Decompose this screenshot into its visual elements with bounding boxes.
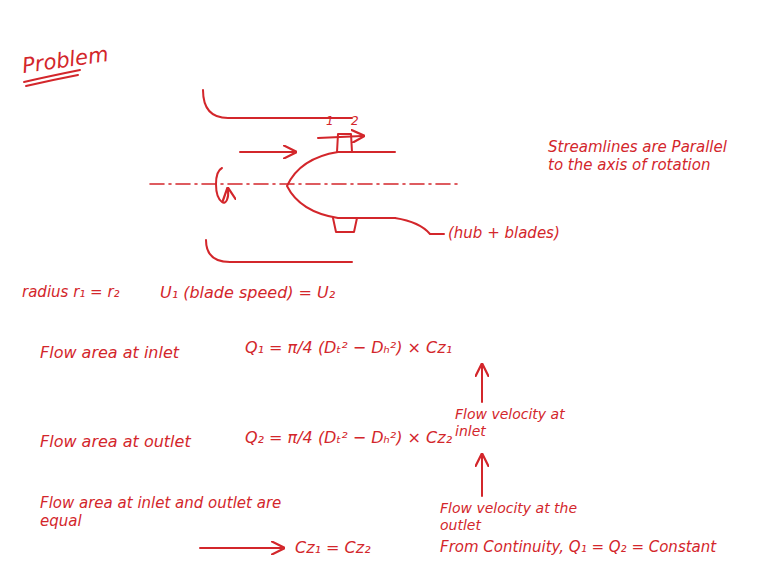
equation: U₁ (blade speed) = U₂	[160, 283, 335, 302]
hub	[287, 152, 395, 218]
annotation: Flow velocity at the outlet	[440, 500, 590, 534]
blade	[333, 218, 357, 232]
note: Streamlines are Parallel to the axis of …	[548, 138, 733, 174]
equation: Q₁ = π/4 (Dₜ² − Dₕ²) × Cz₁	[245, 338, 452, 357]
part-label: (hub + blades)	[448, 224, 560, 242]
equation: Q₂ = π/4 (Dₜ² − Dₕ²) × Cz₂	[245, 428, 452, 447]
equation: Cz₁ = Cz₂	[295, 538, 371, 557]
blade	[337, 134, 352, 152]
duct-wall	[206, 240, 352, 262]
station-number: 1	[326, 114, 334, 128]
leader-line	[395, 218, 444, 234]
station-number: 2	[351, 114, 359, 128]
inflow-arrow	[240, 151, 294, 153]
rotation-symbol	[216, 168, 228, 203]
equation: From Continuity, Q₁ = Q₂ = Constant	[440, 538, 716, 556]
note: Flow area at inlet and outlet are equal	[40, 494, 295, 530]
implies-arrow	[200, 547, 282, 549]
equation: radius r₁ = r₂	[22, 283, 120, 301]
leader-arrow	[481, 456, 483, 496]
duct-wall	[203, 90, 352, 118]
row-label: Flow area at inlet	[40, 343, 179, 362]
outflow-arrow	[318, 136, 362, 138]
row-label: Flow area at outlet	[40, 432, 191, 451]
leader-arrow	[481, 366, 483, 402]
annotation: Flow velocity at inlet	[455, 406, 565, 440]
axis-line	[150, 183, 460, 185]
